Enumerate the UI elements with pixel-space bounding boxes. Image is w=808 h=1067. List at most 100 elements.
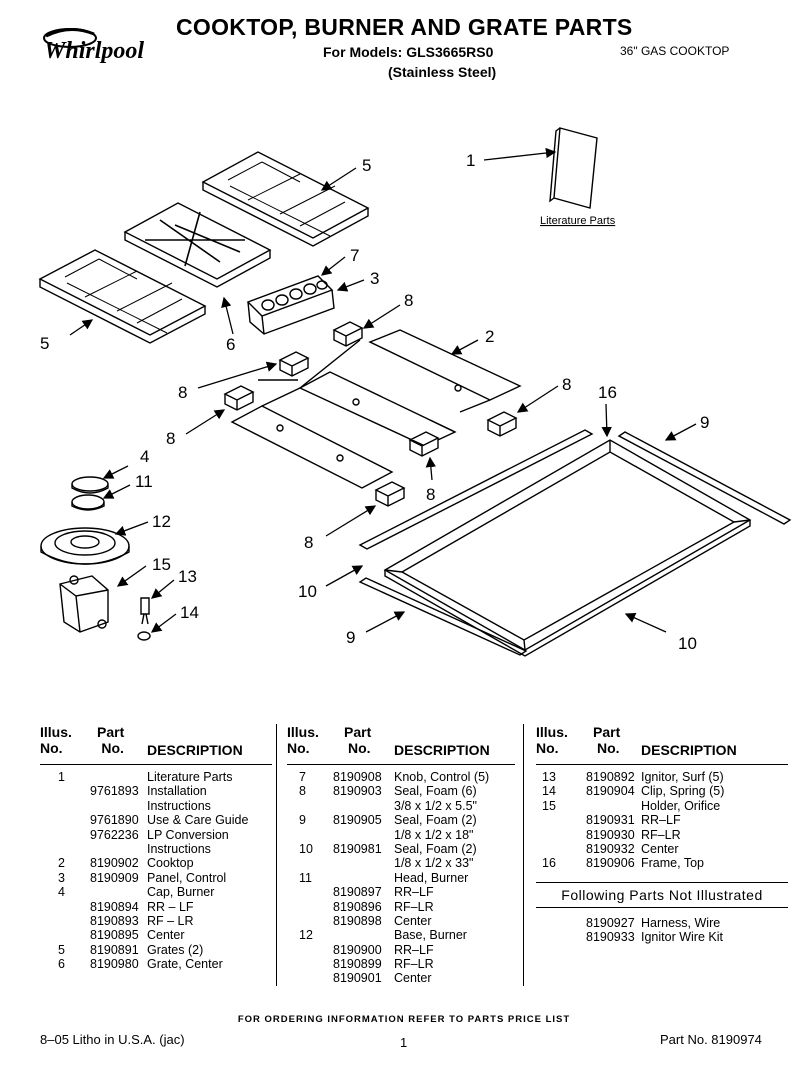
cooktop-sheet — [230, 329, 522, 489]
callout-7: 7 — [350, 246, 359, 265]
foam-seal — [486, 411, 518, 437]
callout-10: 10 — [678, 634, 697, 653]
header-rule — [287, 764, 515, 765]
part-description: Grate, Center — [147, 957, 223, 972]
part-number: 8190899 — [333, 957, 382, 972]
illus-number: 14 — [542, 784, 556, 799]
foam-seal — [374, 481, 406, 507]
part-description: RF–LR — [394, 957, 434, 972]
part-description: Cooktop — [147, 856, 194, 871]
part-description: Use & Care Guide — [147, 813, 249, 828]
part-description: Head, Burner — [394, 870, 469, 885]
callout-8: 8 — [178, 383, 187, 402]
part-number: 8190933 — [586, 930, 635, 945]
spring-clip — [137, 631, 151, 641]
part-description: RF–LR — [641, 827, 681, 842]
part-number: 8190896 — [333, 899, 382, 914]
seal-strip-9 — [617, 431, 792, 525]
burner-cap — [71, 476, 109, 494]
finish-label: (Stainless Steel) — [388, 64, 497, 80]
part-description: Knob, Control (5) — [394, 770, 490, 784]
part-number: 8190931 — [586, 813, 635, 828]
callout-15: 15 — [152, 555, 171, 574]
part-number: 8190903 — [333, 784, 382, 799]
callout-8: 8 — [404, 291, 413, 310]
part-description: Seal, Foam (2) — [394, 813, 477, 828]
callout-8: 8 — [166, 429, 175, 448]
callout-11: 11 — [135, 472, 153, 491]
seal-strip-10 — [358, 429, 594, 550]
illus-number: 7 — [299, 770, 306, 784]
part-description: Frame, Top — [641, 856, 704, 871]
illus-number: 4 — [58, 885, 65, 900]
product-type: 36" GAS COOKTOP — [620, 44, 730, 58]
ignitor — [140, 597, 150, 625]
part-description: RR – LF — [147, 899, 194, 914]
callout-9: 9 — [700, 413, 709, 432]
part-number: 8190906 — [586, 856, 635, 871]
part-description: Cap, Burner — [147, 885, 215, 900]
part-number: 8190891 — [90, 942, 139, 957]
part-number: 8190894 — [90, 899, 139, 914]
literature-parts-label: Literature Parts — [540, 215, 616, 227]
part-description: Ignitor Wire Kit — [641, 930, 723, 945]
top-frame — [383, 439, 752, 657]
control-panel — [246, 275, 335, 335]
header-rule — [536, 764, 788, 765]
part-number: 8190900 — [333, 942, 382, 957]
foam-seal — [278, 351, 310, 377]
header-rule — [40, 764, 272, 765]
part-description: Center — [394, 971, 432, 986]
burner-head — [71, 494, 105, 511]
callout-3: 3 — [370, 269, 379, 288]
illus-number: 16 — [542, 856, 556, 871]
part-description: Harness, Wire — [641, 916, 721, 930]
part-number: 8190897 — [333, 885, 382, 900]
part-description: Literature Parts — [147, 770, 233, 784]
part-number: 8190981 — [333, 841, 382, 856]
ordering-info: FOR ORDERING INFORMATION REFER TO PARTS … — [237, 1014, 571, 1025]
brand-wordmark: Whirlpool — [44, 38, 144, 64]
callout-10: 10 — [298, 582, 317, 601]
foam-seal — [332, 321, 364, 347]
part-number: 9761890 — [90, 813, 139, 828]
part-description: RF – LR — [147, 913, 194, 928]
part-description: Center — [147, 928, 185, 943]
illus-number: 13 — [542, 770, 556, 784]
callout-8: 8 — [304, 533, 313, 552]
callout-8: 8 — [562, 375, 571, 394]
illus-number: 3 — [58, 870, 65, 885]
model-number: For Models: GLS3665RS0 — [323, 44, 494, 60]
orifice-holder — [59, 575, 109, 633]
part-number: 8190898 — [333, 913, 382, 928]
part-number: 8190932 — [586, 841, 635, 856]
part-description: Center — [394, 913, 432, 928]
foam-seal — [408, 431, 440, 457]
callout-12: 12 — [152, 512, 171, 531]
callout-5: 5 — [362, 156, 371, 175]
callout-16: 16 — [598, 383, 617, 402]
description-header: DESCRIPTION — [394, 742, 490, 758]
whirlpool-logo: Whirlpool — [43, 28, 144, 64]
illus-number: 9 — [299, 813, 306, 828]
part-number: 8190980 — [90, 957, 139, 972]
illus-header: Illus.No. — [287, 724, 319, 756]
part-number: 8190895 — [90, 928, 139, 943]
column-divider — [523, 724, 524, 986]
burner-base — [40, 527, 130, 565]
part-description: RR–LF — [394, 885, 434, 900]
part-number: 8190905 — [333, 813, 382, 828]
callout-4: 4 — [140, 447, 149, 466]
part-description: LP Conversion — [147, 827, 229, 842]
part-number: 8190893 — [90, 913, 139, 928]
part-description: Base, Burner — [394, 928, 467, 943]
exploded-parts-diagram: 1 2 3 4 5 5 6 7 8 8 8 8 8 8 9 9 10 10 11… — [38, 127, 792, 657]
part-number: 8190909 — [90, 870, 139, 885]
part-description: Holder, Orifice — [641, 798, 721, 813]
part-description: 1/8 x 1/2 x 18" — [394, 827, 474, 842]
illus-number: 6 — [58, 957, 65, 972]
illus-number: 12 — [299, 928, 313, 943]
